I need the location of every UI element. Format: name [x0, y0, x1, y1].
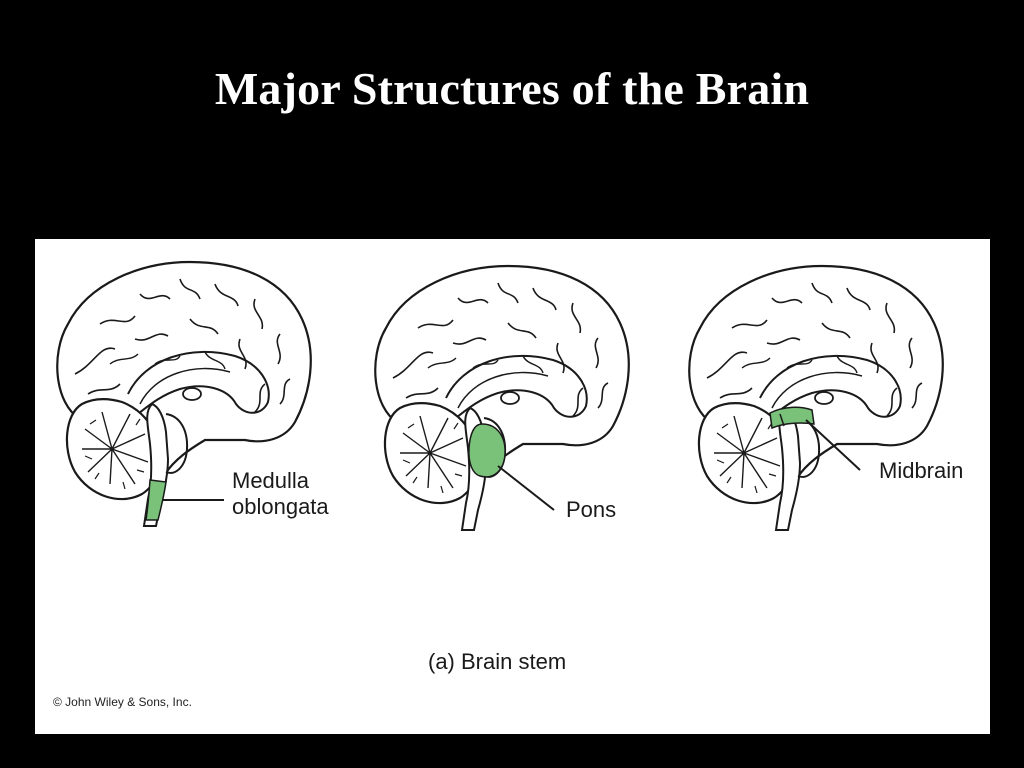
- brain-diagram-pons: [374, 264, 630, 532]
- brain-illustrations: [56, 260, 944, 532]
- midbrain-highlight: [769, 406, 815, 430]
- label-medulla-line1: Medulla: [232, 468, 310, 493]
- slide-title: Major Structures of the Brain: [214, 63, 810, 114]
- brain-stem-figure: Medulla oblongata Pons Midbrain (a) Brai…: [35, 239, 990, 734]
- label-medulla-line2: oblongata: [232, 494, 329, 519]
- brain-diagram-midbrain: [688, 264, 944, 532]
- label-medulla: Medulla oblongata: [232, 468, 329, 520]
- label-midbrain: Midbrain: [879, 458, 964, 483]
- brain-diagram-medulla: [56, 260, 312, 528]
- copyright-notice: © John Wiley & Sons, Inc.: [53, 695, 192, 709]
- label-pons: Pons: [566, 497, 617, 522]
- medulla-highlight: [145, 479, 167, 521]
- pons-highlight: [468, 423, 506, 478]
- figure-caption: (a) Brain stem: [428, 649, 567, 674]
